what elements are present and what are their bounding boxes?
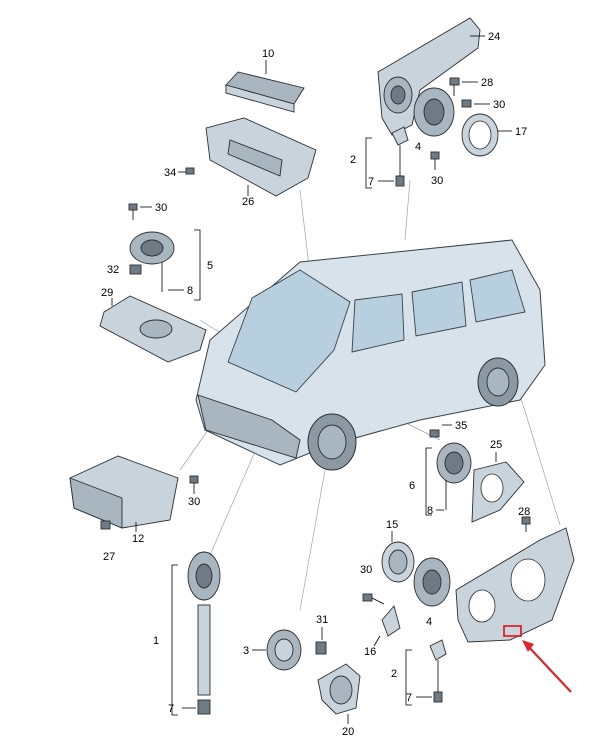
callout-3: 3 — [243, 645, 249, 657]
callout-5: 5 — [207, 260, 213, 272]
control-unit-12 — [69, 455, 179, 529]
speaker-4-bottom — [413, 557, 451, 607]
ring-17 — [461, 113, 499, 157]
part-24-rear-panel — [377, 17, 481, 136]
callout-7-top: 7 — [368, 176, 374, 188]
callout-15: 15 — [386, 519, 398, 531]
screw-28-bottom — [521, 516, 531, 532]
callout-20: 20 — [342, 726, 354, 738]
cover-20 — [317, 663, 361, 715]
plate-29 — [99, 295, 207, 363]
door-panel — [455, 527, 575, 643]
callout-1: 1 — [153, 635, 159, 647]
callout-4-bottom: 4 — [426, 616, 432, 628]
callout-35: 35 — [455, 420, 467, 432]
callout-31: 31 — [316, 614, 328, 626]
screw-34 — [185, 167, 195, 175]
callout-6: 6 — [409, 480, 415, 492]
bracket-26 — [205, 117, 317, 197]
highlight-marker — [503, 625, 572, 693]
callout-29: 29 — [101, 287, 113, 299]
bracket-16 — [381, 605, 401, 637]
tweeter-15 — [381, 541, 415, 583]
callout-30-cu: 30 — [188, 496, 200, 508]
part-27 — [100, 520, 111, 530]
tweeter-2-top — [391, 126, 409, 187]
screw-30-cu — [189, 475, 199, 494]
callout-32: 32 — [107, 264, 119, 276]
screw-30-bottom — [362, 593, 385, 605]
callout-26: 26 — [242, 196, 254, 208]
callout-28-top: 28 — [481, 77, 493, 89]
callout-30-bottom: 30 — [360, 564, 372, 576]
callout-8-left: 8 — [187, 285, 193, 297]
ring-25 — [471, 461, 525, 523]
tweeter-3 — [266, 629, 302, 671]
part-31 — [315, 641, 327, 655]
callout-7-left: 7 — [168, 703, 174, 715]
screw-30-top — [461, 99, 472, 108]
screw-35 — [429, 429, 440, 438]
callout-30-mid: 30 — [431, 175, 443, 187]
callout-2-bottom: 2 — [391, 668, 397, 680]
callout-7-bottom: 7 — [406, 692, 412, 704]
callout-2-top: 2 — [350, 154, 356, 166]
amplifier-10 — [225, 71, 305, 113]
callout-34: 34 — [164, 167, 176, 179]
callout-30-top: 30 — [493, 99, 505, 111]
callout-12: 12 — [132, 533, 144, 545]
screw-30-mid — [430, 151, 440, 170]
speaker-1 — [187, 551, 221, 715]
callout-8-mid: 8 — [427, 505, 433, 517]
screw-28-top — [449, 77, 460, 96]
callout-28-bottom: 28 — [518, 506, 530, 518]
callout-4-top: 4 — [415, 141, 421, 153]
speaker-5 — [129, 231, 175, 292]
screw-30-left — [128, 203, 138, 220]
callout-10: 10 — [262, 48, 274, 60]
speaker-6 — [436, 442, 472, 510]
callout-17: 17 — [515, 126, 527, 138]
callout-27: 27 — [103, 551, 115, 563]
callout-16: 16 — [364, 646, 376, 658]
van — [195, 239, 546, 471]
callout-25: 25 — [490, 439, 502, 451]
tweeter-2-bottom — [429, 639, 447, 703]
callout-30-left: 30 — [155, 202, 167, 214]
part-32 — [129, 264, 142, 275]
callout-24: 24 — [488, 31, 500, 43]
speaker-4-top — [413, 87, 455, 137]
